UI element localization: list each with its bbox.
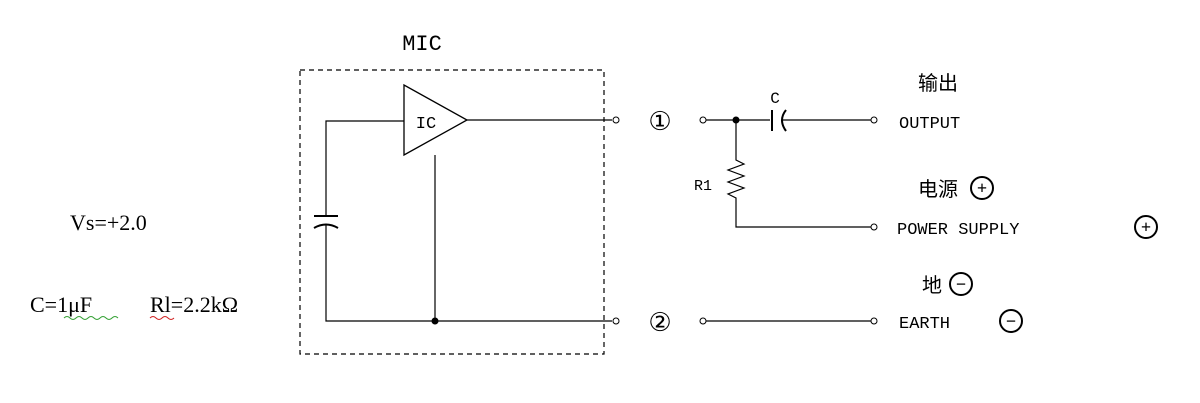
- ic-amplifier: [403, 83, 469, 157]
- plus-icon: [970, 176, 994, 200]
- output-terminal: [870, 116, 878, 124]
- output-label-en: OUTPUT: [899, 115, 960, 134]
- capacitor-label: C: [770, 90, 780, 108]
- mic-enclosure: [299, 69, 605, 355]
- spellcheck-underline-green: [63, 316, 119, 320]
- plus-icon: [1134, 215, 1158, 239]
- output-label-cn: 输出: [918, 71, 958, 95]
- spellcheck-underline-red: [149, 316, 175, 320]
- minus-icon: [949, 272, 973, 296]
- power-label-en: POWER SUPPLY: [897, 221, 1019, 240]
- resistor-spec: Rl=2.2kΩ: [150, 292, 238, 317]
- resistor-label: R1: [694, 178, 712, 195]
- pin1-terminal: [612, 116, 620, 124]
- vs-spec: Vs=+2.0: [70, 210, 147, 235]
- pin1-label: ①: [648, 107, 671, 137]
- plus-sign: +: [1141, 217, 1151, 237]
- ground-junction-dot: [431, 317, 439, 325]
- pin2-terminal: [612, 317, 620, 325]
- ic-input-wire: [325, 120, 404, 216]
- resistor-r1: [726, 120, 871, 228]
- ground-wire-internal: [325, 224, 612, 322]
- ext-pin1-terminal: [699, 116, 707, 124]
- plus-sign: +: [977, 178, 987, 198]
- pin2-label: ②: [648, 308, 671, 338]
- earth-label-cn: 地: [922, 273, 942, 297]
- capacitor-spec: C=1μF: [30, 292, 92, 317]
- minus-sign: −: [956, 274, 966, 294]
- power-terminal: [870, 223, 878, 231]
- ext-pin2-terminal: [699, 317, 707, 325]
- earth-terminal: [870, 317, 878, 325]
- earth-label-en: EARTH: [899, 315, 950, 334]
- minus-icon: [999, 309, 1023, 333]
- power-label-cn: 电源: [918, 177, 958, 201]
- mic-title: MIC: [402, 32, 442, 57]
- ic-label: IC: [416, 115, 436, 134]
- minus-sign: −: [1006, 311, 1016, 331]
